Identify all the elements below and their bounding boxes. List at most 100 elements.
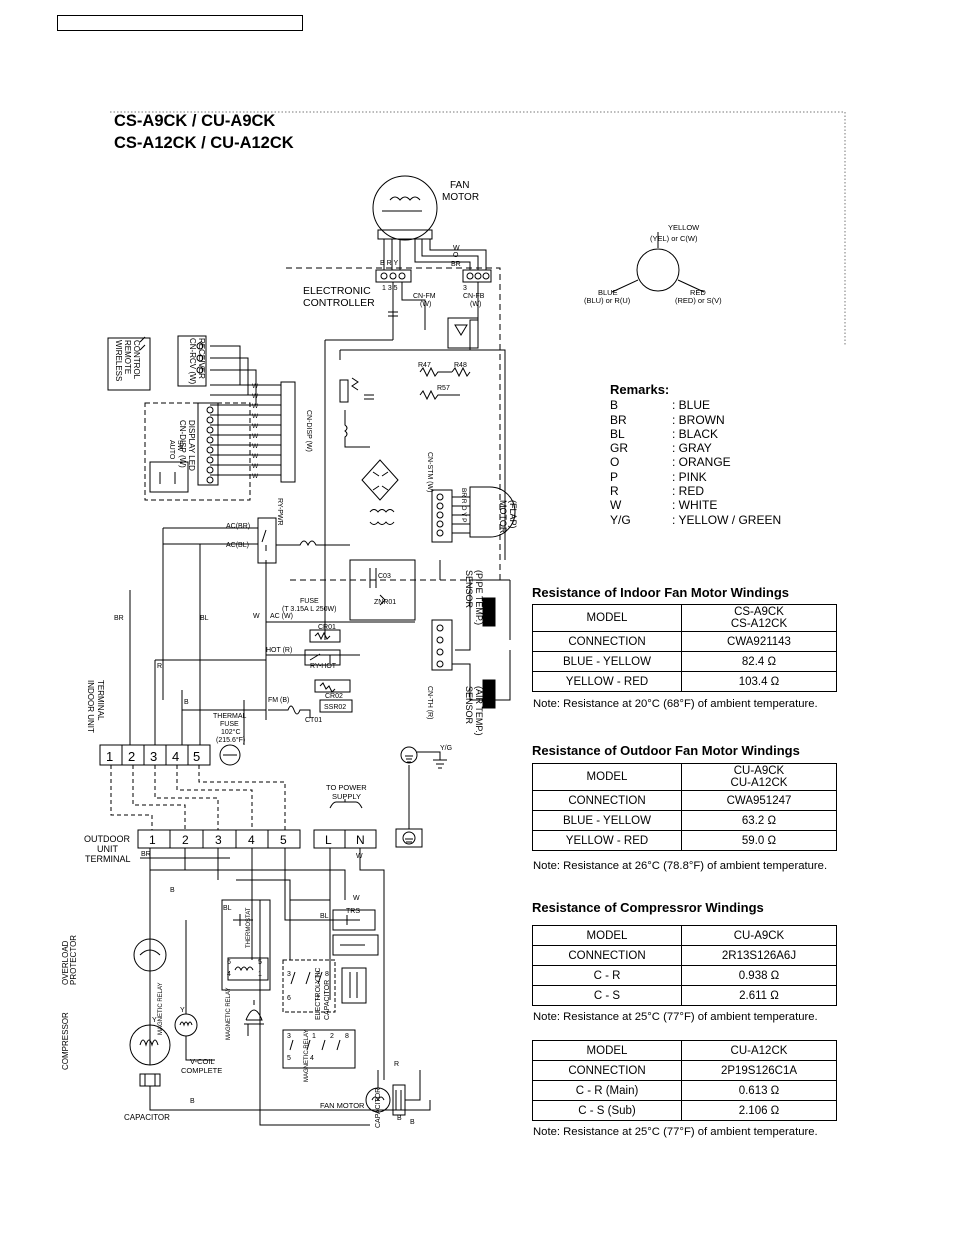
svg-text:2: 2	[330, 1033, 334, 1040]
row-label-cell: CONNECTION	[532, 631, 682, 652]
remark-code: Y/G	[610, 512, 631, 527]
svg-text:6: 6	[227, 959, 231, 966]
svg-text:B R Y: B R Y	[380, 260, 398, 267]
svg-text:7: 7	[316, 995, 320, 1002]
svg-text:3: 3	[287, 971, 291, 978]
svg-text:8: 8	[325, 971, 329, 978]
svg-text:B: B	[410, 1119, 415, 1126]
svg-text:MAGNETIC RELAY: MAGNETIC RELAY	[304, 1029, 310, 1082]
svg-text:CR01: CR01	[318, 624, 336, 631]
flap-motor-label: MOTOR(FLAP)	[498, 500, 518, 534]
svg-text:4: 4	[227, 971, 231, 978]
row-label-cell: YELLOW - RED	[532, 830, 682, 851]
remark-name: : PINK	[672, 469, 707, 484]
svg-text:W: W	[252, 393, 259, 400]
value-cell: 0.613 Ω	[681, 1080, 837, 1101]
svg-text:RED(RED) or S(V): RED(RED) or S(V)	[675, 288, 722, 305]
svg-text:1: 1	[149, 833, 156, 847]
remark-item: B: BLUE	[610, 398, 781, 412]
remark-name: : BLUE	[672, 398, 711, 413]
remark-item: BL: BLACK	[610, 427, 781, 441]
svg-text:COMPRESSOR: COMPRESSOR	[61, 1012, 70, 1070]
svg-text:B: B	[190, 1098, 195, 1105]
remark-name: : RED	[672, 484, 705, 499]
svg-text:W: W	[353, 895, 360, 902]
svg-text:RY-PWR: RY-PWR	[276, 498, 283, 526]
svg-text:W: W	[253, 613, 260, 620]
remark-item: R : RED	[610, 484, 781, 498]
svg-text:MAGNETIC RELAY: MAGNETIC RELAY	[158, 982, 164, 1035]
svg-text:3: 3	[215, 833, 222, 847]
remark-name: : BROWN	[672, 412, 725, 427]
svg-text:PROTECTOR: PROTECTOR	[69, 935, 78, 985]
remark-code: R	[610, 484, 619, 499]
compressor-b-note: Note: Resistance at 25°C (77°F) of ambie…	[533, 1126, 818, 1138]
remark-name: : YELLOW / GREEN	[672, 512, 782, 527]
svg-text:W: W	[252, 423, 259, 430]
svg-text:1 3 5: 1 3 5	[382, 285, 398, 292]
row-label-cell: CONNECTION	[532, 945, 682, 966]
svg-text:CAPACITOR: CAPACITOR	[124, 1113, 170, 1122]
svg-text:4: 4	[172, 749, 179, 764]
svg-text:THERMOSTAT: THERMOSTAT	[246, 907, 252, 948]
svg-text:5: 5	[287, 1055, 291, 1062]
svg-text:SSR02: SSR02	[324, 704, 346, 711]
svg-text:W: W	[453, 245, 460, 252]
svg-text:C03: C03	[378, 573, 391, 580]
svg-text:2: 2	[316, 971, 320, 978]
row-label-cell: MODEL	[532, 1040, 682, 1061]
svg-text:CAPACITOR: CAPACITOR	[324, 980, 331, 1020]
remark-item: BR : BROWN	[610, 413, 781, 427]
cn-fm-label: CN-FM(W)	[413, 293, 436, 308]
value-cell: CWA951247	[681, 790, 837, 811]
sensor-air-label: SENSOR(AIR TEMP.)	[464, 686, 484, 736]
svg-text:1: 1	[106, 749, 113, 764]
value-cell: 103.4 Ω	[681, 671, 837, 692]
svg-text:6: 6	[287, 995, 291, 1002]
remark-item: GR: GRAY	[610, 441, 781, 455]
svg-text:N: N	[356, 833, 365, 847]
svg-text:5: 5	[258, 959, 262, 966]
svg-text:8: 8	[345, 1033, 349, 1040]
svg-text:O: O	[453, 252, 459, 259]
row-label-cell: CONNECTION	[532, 1060, 682, 1081]
svg-text:BR: BR	[114, 615, 124, 622]
row-label-cell: MODEL	[532, 925, 682, 946]
svg-text:5: 5	[193, 749, 200, 764]
remark-code: GR	[610, 441, 628, 456]
value-cell: 2R13S126A6J	[681, 945, 837, 966]
remarks-heading: Remarks:	[610, 382, 670, 397]
svg-text:W: W	[252, 473, 259, 480]
svg-text:FUSE(T 3.15A L 250W): FUSE(T 3.15A L 250W)	[282, 598, 336, 613]
title-line-2: CS-A12CK / CU-A12CK	[114, 134, 294, 152]
row-label-cell: BLUE - YELLOW	[532, 810, 682, 831]
compressor-a-note: Note: Resistance at 25°C (77°F) of ambie…	[533, 1011, 818, 1023]
value-cell: 2.611 Ω	[681, 985, 837, 1006]
svg-text:R57: R57	[437, 385, 450, 392]
row-label-cell: BLUE - YELLOW	[532, 651, 682, 672]
svg-text:3: 3	[287, 1033, 291, 1040]
cn-stm-label: CN-STM (W)	[426, 452, 433, 492]
remark-code: BR	[610, 412, 627, 427]
svg-text:5: 5	[280, 833, 287, 847]
svg-text:MAGNETIC RELAY: MAGNETIC RELAY	[226, 987, 232, 1040]
svg-text:B: B	[170, 887, 175, 894]
remark-item: W: WHITE	[610, 498, 781, 512]
row-label-cell: C - S (Sub)	[532, 1100, 682, 1121]
value-cell: CWA921143	[681, 631, 837, 652]
row-label-cell: MODEL	[532, 763, 682, 791]
value-cell: CU-A9CK	[681, 925, 837, 946]
